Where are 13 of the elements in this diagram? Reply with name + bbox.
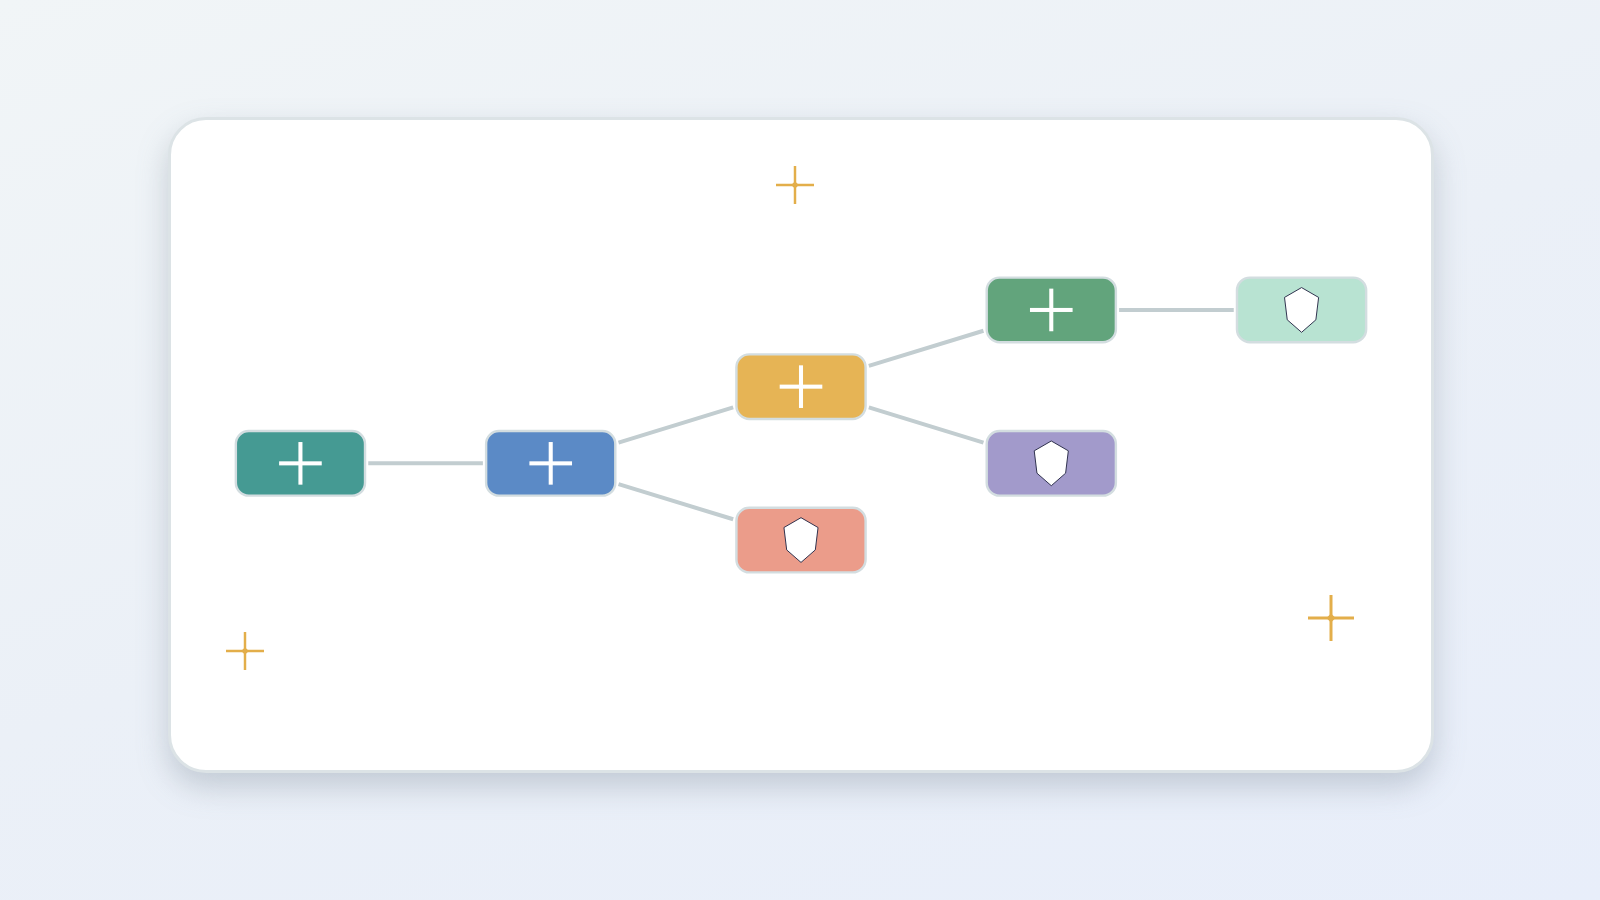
process-box [1235, 276, 1368, 344]
process-box [985, 276, 1118, 344]
connector-line [1119, 307, 1234, 312]
connector-line [368, 461, 483, 466]
process-box [735, 506, 867, 574]
process-box [484, 429, 617, 497]
process-box [985, 429, 1118, 497]
process-box [234, 429, 367, 497]
connector-line [617, 405, 734, 445]
connector-line [617, 482, 734, 522]
connector-line [868, 328, 985, 368]
connector-line [868, 405, 985, 445]
process-box [735, 353, 867, 421]
